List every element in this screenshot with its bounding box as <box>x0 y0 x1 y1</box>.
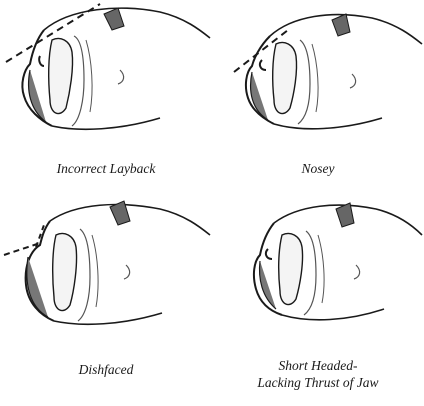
panel-short-headed: Short Headed- Lacking Thrust of Jaw <box>212 195 424 406</box>
panel-incorrect-layback: Incorrect Layback <box>0 0 212 185</box>
caption-short-headed-line2: Lacking Thrust of Jaw <box>212 374 424 391</box>
bulldog-head-dishfaced-illustration <box>0 195 212 345</box>
caption-nosey: Nosey <box>212 160 424 177</box>
caption-dishfaced: Dishfaced <box>0 361 212 378</box>
caption-short-headed: Short Headed- Lacking Thrust of Jaw <box>212 357 424 391</box>
panel-nosey: Nosey <box>212 0 424 185</box>
bulldog-head-short-headed-illustration <box>212 195 424 345</box>
bulldog-head-incorrect-layback-illustration <box>0 0 212 150</box>
panel-dishfaced: Dishfaced <box>0 195 212 406</box>
bulldog-head-nosey-illustration <box>212 0 424 150</box>
caption-short-headed-line1: Short Headed- <box>212 357 424 374</box>
caption-incorrect-layback: Incorrect Layback <box>0 160 212 177</box>
